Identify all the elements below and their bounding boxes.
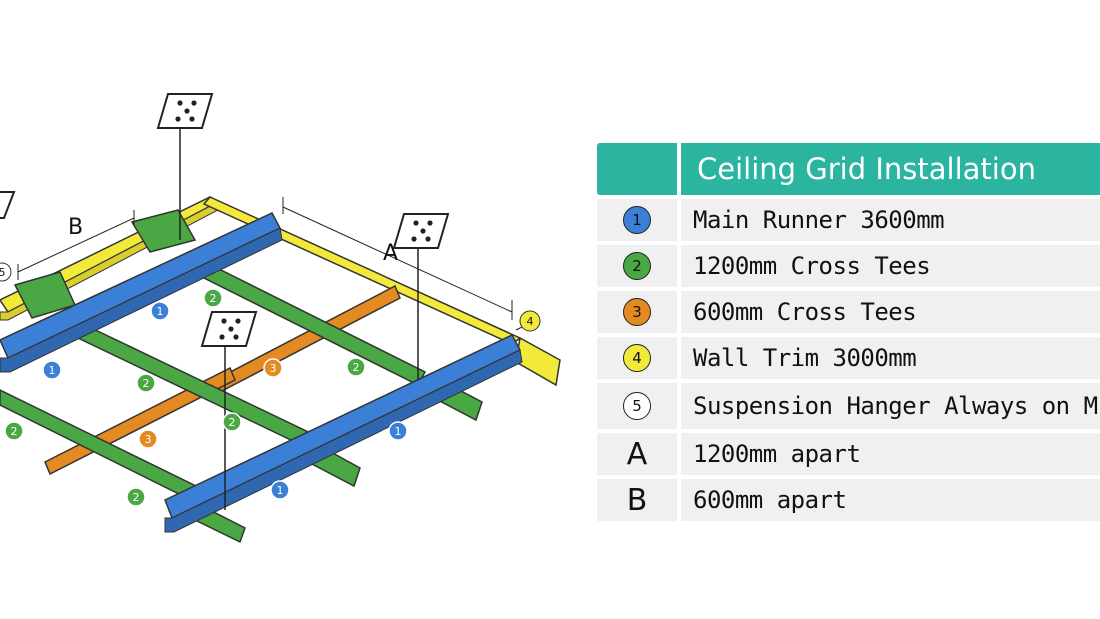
legend-row-text: 1200mm apart xyxy=(681,433,1100,475)
legend-row: 3 600mm Cross Tees xyxy=(597,291,1100,333)
legend-row: 2 1200mm Cross Tees xyxy=(597,245,1100,287)
legend-row: B 600mm apart xyxy=(597,479,1100,521)
hanger-card-icon xyxy=(201,311,257,347)
legend-badge-icon: 4 xyxy=(623,344,651,372)
main-runner xyxy=(164,334,522,520)
callout-cross-tee-1200: 2 xyxy=(222,412,242,432)
legend-letter-marker: B xyxy=(626,482,648,518)
svg-text:1: 1 xyxy=(277,484,284,497)
svg-text:2: 2 xyxy=(11,425,18,438)
legend-marker-cell: 1 xyxy=(597,199,677,241)
legend-marker-cell: 5 xyxy=(597,383,677,429)
callout-cross-tee-600: 3 xyxy=(263,358,283,378)
dim-a-label: A xyxy=(383,241,398,266)
svg-text:2: 2 xyxy=(143,377,150,390)
legend-marker-cell: 4 xyxy=(597,337,677,379)
legend-row: A 1200mm apart xyxy=(597,433,1100,475)
legend-badge-icon: 1 xyxy=(623,206,651,234)
callout-cross-tee-1200: 2 xyxy=(203,288,223,308)
legend-table: Ceiling Grid Installation 1 Main Runner 3… xyxy=(597,143,1100,525)
legend-row-text: 600mm apart xyxy=(681,479,1100,521)
callout-hanger: 5 xyxy=(0,262,12,282)
callout-cross-tee-1200: 2 xyxy=(4,421,24,441)
callout-cross-tee-600: 3 xyxy=(138,429,158,449)
legend-marker-cell: 2 xyxy=(597,245,677,287)
legend-row-text: Suspension Hanger Always on M xyxy=(681,383,1100,429)
callout-cross-tee-1200: 2 xyxy=(346,357,366,377)
svg-text:3: 3 xyxy=(270,362,277,375)
svg-text:1: 1 xyxy=(49,364,56,377)
callout-wall-trim: 4 xyxy=(515,310,541,332)
callout-cross-tee-1200: 2 xyxy=(136,373,156,393)
main-runner-group xyxy=(0,212,523,533)
legend-row: 1 Main Runner 3600mm xyxy=(597,199,1100,241)
legend-badge-icon: 3 xyxy=(623,298,651,326)
svg-text:2: 2 xyxy=(133,491,140,504)
hanger-card-icon xyxy=(157,93,213,129)
main-runner xyxy=(164,349,523,533)
legend-row-text: Main Runner 3600mm xyxy=(681,199,1100,241)
legend-marker-cell: A xyxy=(597,433,677,475)
legend-marker-cell: B xyxy=(597,479,677,521)
callout-main-runner: 1 xyxy=(42,360,62,380)
wall-trim-front-right xyxy=(515,336,561,387)
svg-text:4: 4 xyxy=(527,315,534,328)
main-runner xyxy=(0,227,283,373)
svg-text:1: 1 xyxy=(395,425,402,438)
legend-marker-cell: 3 xyxy=(597,291,677,333)
svg-text:5: 5 xyxy=(0,266,6,279)
legend-row-text: Wall Trim 3000mm xyxy=(681,337,1100,379)
legend-letter-marker: A xyxy=(626,436,648,472)
callout-badges: 1 1 1 1 2 2 2 2 xyxy=(0,262,541,507)
dimension-lines: B A xyxy=(17,197,513,320)
legend-row: 5 Suspension Hanger Always on M xyxy=(597,383,1100,429)
legend-row-text: 1200mm Cross Tees xyxy=(681,245,1100,287)
legend-header-blank xyxy=(597,143,677,195)
svg-text:1: 1 xyxy=(157,305,164,318)
callout-main-runner: 1 xyxy=(150,301,170,321)
svg-text:2: 2 xyxy=(229,416,236,429)
legend-badge-icon: 2 xyxy=(623,252,651,280)
callout-main-runner: 1 xyxy=(270,480,290,500)
callout-cross-tee-1200: 2 xyxy=(126,487,146,507)
legend-row: 4 Wall Trim 3000mm xyxy=(597,337,1100,379)
svg-text:2: 2 xyxy=(210,292,217,305)
svg-text:3: 3 xyxy=(145,433,152,446)
hanger-card-icon xyxy=(393,213,449,249)
legend-row-text: 600mm Cross Tees xyxy=(681,291,1100,333)
svg-text:2: 2 xyxy=(353,361,360,374)
dim-b-label: B xyxy=(68,215,83,240)
legend-header: Ceiling Grid Installation xyxy=(597,143,1100,195)
ceiling-grid-diagram: B A 1 1 1 1 2 2 xyxy=(0,93,561,544)
legend-title: Ceiling Grid Installation xyxy=(681,143,1100,195)
legend-rows: 1 Main Runner 3600mm 2 1200mm Cross Tees 3 60… xyxy=(597,199,1100,521)
legend-badge-icon: 5 xyxy=(623,392,651,420)
callout-main-runner: 1 xyxy=(388,421,408,441)
